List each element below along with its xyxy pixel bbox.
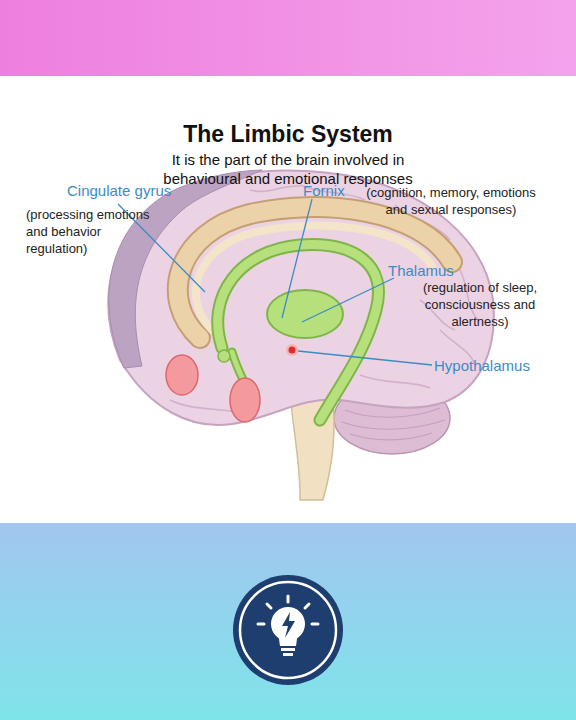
part-name: Cingulate gyrus xyxy=(67,182,267,200)
mammillary-body xyxy=(218,350,230,362)
amygdala xyxy=(166,355,198,395)
title: The Limbic System xyxy=(0,120,576,148)
leader-line xyxy=(298,351,432,365)
bottom-band xyxy=(0,523,576,720)
part-name: Hypothalamus xyxy=(434,357,574,375)
lightning-bolt xyxy=(282,612,295,638)
top-band xyxy=(0,0,576,76)
part-function: (processing emotions and behavior regula… xyxy=(26,206,166,257)
thalamus xyxy=(267,290,343,338)
part-function: (regulation of sleep, consciousness and … xyxy=(400,279,560,330)
icon-circle xyxy=(233,575,343,685)
amygdala xyxy=(230,378,260,422)
part-name: Thalamus xyxy=(388,262,508,280)
part-name: Fornix xyxy=(303,182,363,200)
bulb-base xyxy=(283,653,293,656)
bulb-rays xyxy=(258,596,318,624)
cerebellum-folia xyxy=(342,408,445,440)
caption: It is the part of the brain involved in … xyxy=(140,150,436,188)
leader-line xyxy=(282,199,312,318)
leader-line xyxy=(302,278,394,322)
bulb-neck xyxy=(278,632,298,646)
bulb-base xyxy=(281,648,295,651)
icon-ring xyxy=(240,582,336,678)
hypothalamus xyxy=(289,347,296,354)
hypothalamus-halo xyxy=(286,344,298,356)
part-function: (cognition, memory, emotions and sexual … xyxy=(356,184,546,218)
